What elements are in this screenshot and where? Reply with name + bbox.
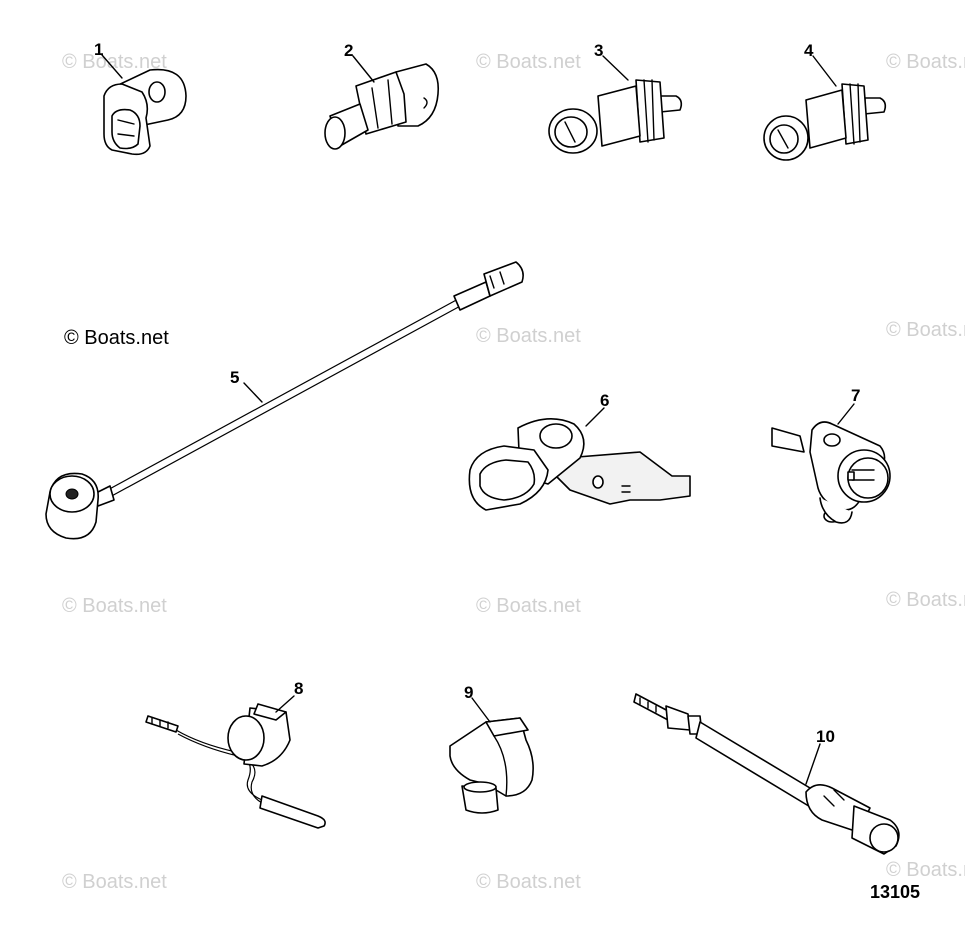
callout-1: 1 (94, 40, 103, 59)
part-8-probe-sensor: 8 (145, 679, 326, 829)
part-10-harness-sensor: 10 (633, 693, 900, 855)
figure-number: 13105 (870, 882, 920, 902)
part-5-knock-sensor: 5 (45, 261, 524, 540)
callout-10: 10 (816, 727, 835, 746)
callout-2: 2 (344, 41, 353, 60)
leader-line (585, 407, 605, 427)
part-9-angled-sensor: 9 (449, 683, 534, 814)
leader-line (352, 55, 375, 83)
watermark: © Boats.net (62, 871, 167, 893)
callout-4: 4 (804, 41, 814, 60)
leader-line (471, 697, 491, 723)
watermark: © Boats.net (886, 51, 965, 73)
watermark: © Boats.net (64, 327, 169, 349)
callout-7: 7 (851, 386, 860, 405)
part-7-flanged-sensor: 7 (771, 386, 891, 524)
watermark: © Boats.net (476, 595, 581, 617)
callout-5: 5 (230, 368, 239, 387)
leader-line (812, 55, 837, 87)
watermark: © Boats.net (62, 595, 167, 617)
leader-line (275, 695, 295, 713)
watermark: © Boats.net (886, 859, 965, 881)
watermark: © Boats.net (886, 589, 965, 611)
part-6-bracket-sensor: 6 (468, 391, 691, 511)
watermarks: © Boats.net © Boats.net © Boats.net © Bo… (62, 51, 965, 893)
callout-3: 3 (594, 41, 603, 60)
watermark: © Boats.net (886, 319, 965, 341)
watermark: © Boats.net (476, 51, 581, 73)
part-1-position-sensor: 1 (94, 40, 187, 156)
callout-9: 9 (464, 683, 473, 702)
callout-8: 8 (294, 679, 303, 698)
watermark: © Boats.net (476, 871, 581, 893)
callout-6: 6 (600, 391, 609, 410)
watermark: © Boats.net (476, 325, 581, 347)
leader-line (101, 54, 123, 79)
part-3-pressure-sensor: 3 (548, 41, 683, 154)
leader-line (805, 743, 821, 785)
leader-line (837, 403, 855, 425)
leader-line (602, 55, 629, 81)
leader-line (243, 382, 263, 403)
part-2-temperature-sender: 2 (324, 41, 440, 150)
part-4-pressure-sensor: 4 (763, 41, 887, 161)
watermark: © Boats.net (62, 51, 167, 73)
